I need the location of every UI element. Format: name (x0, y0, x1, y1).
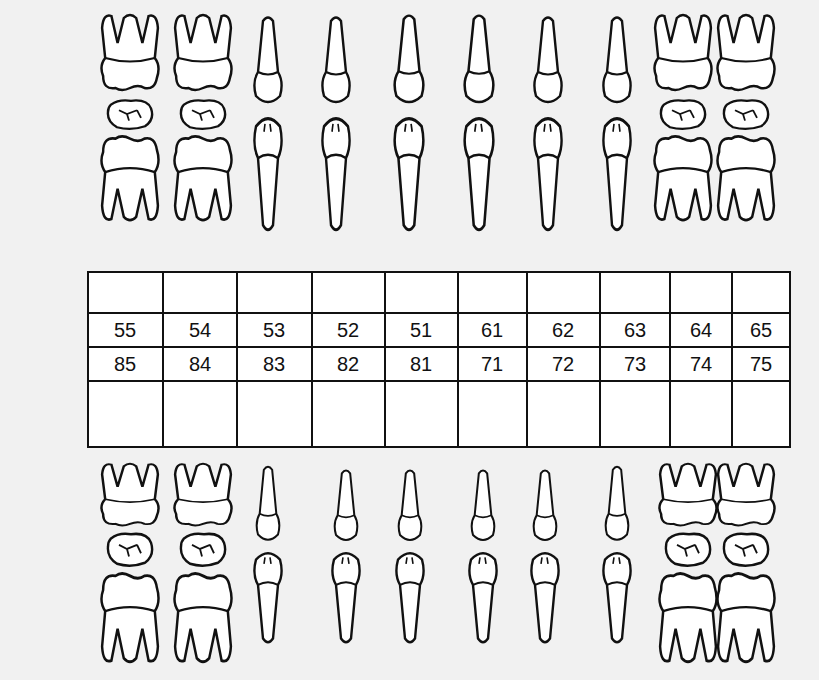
tooth-number: 51 (410, 320, 432, 340)
tooth-number: 62 (552, 320, 574, 340)
tooth-number: 53 (263, 320, 285, 340)
tooth-number: 75 (750, 354, 772, 374)
tooth-number: 72 (552, 354, 574, 374)
tooth-number: 84 (189, 354, 211, 374)
tooth-number: 65 (750, 320, 772, 340)
tooth-number: 82 (337, 354, 359, 374)
tooth-number: 73 (624, 354, 646, 374)
tooth-number-table (88, 272, 790, 447)
tooth-number: 61 (481, 320, 503, 340)
tooth-number: 54 (189, 320, 211, 340)
lower-primary-teeth (101, 464, 774, 662)
tooth-number: 81 (410, 354, 432, 374)
upper-primary-teeth (101, 15, 774, 230)
tooth-number: 55 (114, 320, 136, 340)
tooth-number: 63 (624, 320, 646, 340)
tooth-number: 52 (337, 320, 359, 340)
tooth-number: 64 (690, 320, 712, 340)
tooth-number: 83 (263, 354, 285, 374)
tooth-number: 74 (690, 354, 712, 374)
tooth-number: 85 (114, 354, 136, 374)
tooth-number: 71 (481, 354, 503, 374)
